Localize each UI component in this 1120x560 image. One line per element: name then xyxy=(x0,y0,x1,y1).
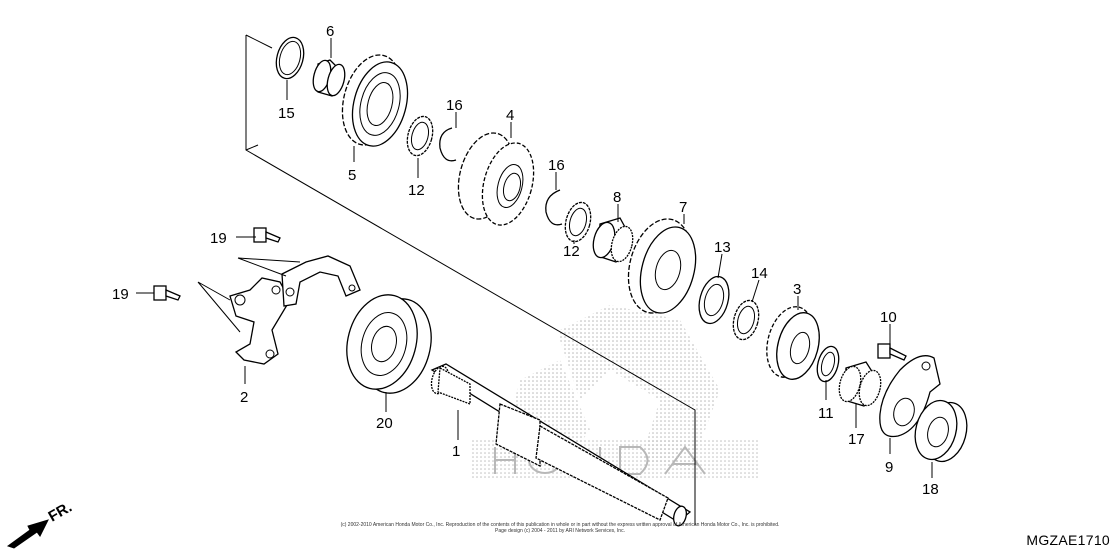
front-direction-arrow-icon: FR. xyxy=(6,499,75,549)
part-8-needle-bearing xyxy=(592,217,634,263)
callout-16-lower: 16 xyxy=(548,157,565,174)
part-19-bolt-lower xyxy=(153,285,181,301)
part-19-bolt-upper xyxy=(253,227,281,243)
assembly-frame xyxy=(245,34,696,525)
part-17-needle-bearing xyxy=(838,361,882,407)
part-18-ball-bearing xyxy=(914,399,968,463)
part-6-bushing xyxy=(312,59,346,97)
callout-20: 20 xyxy=(376,415,393,432)
callout-8: 8 xyxy=(613,189,621,206)
part-16-circlip-lower xyxy=(545,189,563,226)
part-5-gear xyxy=(341,54,409,147)
callout-labels: 15 6 5 12 16 4 16 8 12 7 13 14 3 10 11 1… xyxy=(112,23,939,498)
part-3-gear xyxy=(766,306,820,380)
diagram-code: MGZAE1710 xyxy=(1026,532,1110,548)
callout-3: 3 xyxy=(793,281,801,298)
part-9-plate xyxy=(879,355,941,438)
callout-9: 9 xyxy=(885,459,893,476)
callout-14: 14 xyxy=(751,265,768,282)
part-10-bolt xyxy=(877,343,907,361)
part-1-mainshaft xyxy=(430,363,692,527)
callout-7: 7 xyxy=(679,199,687,216)
callout-17: 17 xyxy=(848,431,865,448)
callout-15: 15 xyxy=(278,105,295,122)
callout-4: 4 xyxy=(506,107,514,124)
callout-6: 6 xyxy=(326,23,334,40)
copyright-line-2: Page design (c) 2004 - 2011 by ARI Netwo… xyxy=(495,528,625,534)
callout-19-upper: 19 xyxy=(210,230,227,247)
part-12-washer-lower xyxy=(564,201,592,243)
callout-16-upper: 16 xyxy=(446,97,463,114)
part-4-gear xyxy=(457,132,535,226)
part-2-bracket xyxy=(229,277,291,365)
part-11-washer xyxy=(816,345,840,383)
part-20-ball-bearing xyxy=(346,294,432,394)
front-direction-label: FR. xyxy=(46,499,75,526)
callout-10: 10 xyxy=(880,309,897,326)
leader-lines xyxy=(136,38,933,478)
part-15-ring xyxy=(275,36,305,80)
callout-2: 2 xyxy=(240,389,248,406)
honda-watermark-logo xyxy=(470,305,760,480)
callout-13: 13 xyxy=(714,239,731,256)
copyright-line-1: (c) 2002-2010 American Honda Motor Co., … xyxy=(340,522,780,528)
part-12-washer-upper xyxy=(406,115,434,157)
callout-11: 11 xyxy=(818,405,834,422)
part-7-gear xyxy=(627,218,697,314)
part-13-washer xyxy=(698,275,730,325)
part-2-bracket-upper xyxy=(281,255,361,307)
copyright-notice: (c) 2002-2010 American Honda Motor Co., … xyxy=(200,522,920,534)
callout-18: 18 xyxy=(922,481,939,498)
part-14-washer xyxy=(732,299,760,341)
callout-12-lower: 12 xyxy=(563,243,580,260)
callout-12-upper: 12 xyxy=(408,182,425,199)
callout-5: 5 xyxy=(348,167,356,184)
part-16-circlip-upper xyxy=(439,127,457,162)
callout-1: 1 xyxy=(452,443,460,460)
callout-19-lower: 19 xyxy=(112,286,129,303)
